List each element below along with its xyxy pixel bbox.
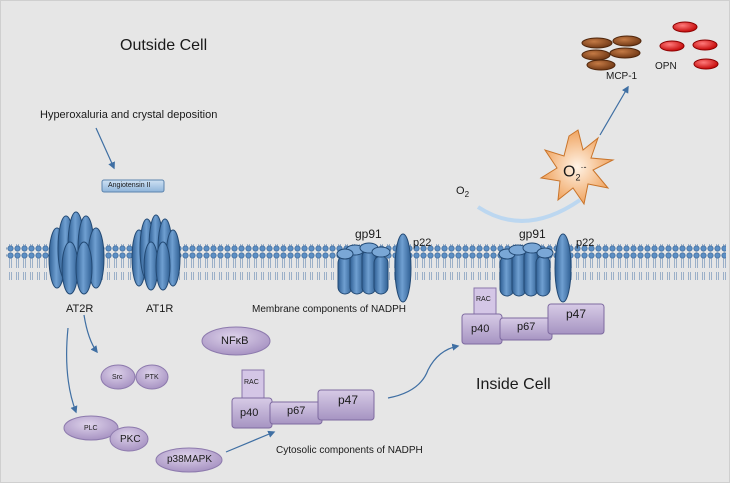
arrow-at2r-to-src — [83, 314, 98, 354]
rac-active-label: RAC — [476, 296, 491, 303]
p40-cytosolic-label: p40 — [240, 407, 259, 419]
outside-cell-label: Outside Cell — [120, 37, 208, 54]
arrow-at2r-to-plc — [66, 327, 78, 414]
o2-label: O2 — [456, 185, 470, 200]
p47-cytosolic-label: p47 — [338, 393, 359, 407]
pkc-oval — [109, 426, 149, 452]
p40-active-label: p40 — [471, 323, 490, 335]
mcp1-cluster — [581, 35, 642, 71]
src-label: Src — [112, 374, 123, 381]
src-oval — [100, 364, 136, 390]
cytosolic-components-caption: Cytosolic components of NADPH — [276, 445, 423, 456]
p22-active-label: p22 — [576, 237, 595, 249]
gp91-active — [498, 242, 554, 297]
nfkb-oval — [201, 326, 271, 356]
p22-inactive-label: p22 — [413, 237, 432, 249]
at2r-receptor — [48, 211, 105, 295]
superoxide-burst — [539, 129, 615, 206]
p47-active-label: p47 — [566, 307, 587, 321]
o2-arc — [476, 198, 582, 223]
mcp1-label: MCP-1 — [606, 71, 638, 82]
membrane-components-caption: Membrane components of NADPH — [252, 304, 406, 315]
gp91-active-label: gp91 — [519, 227, 546, 241]
angiotensin-label: Angiotensin II — [108, 182, 151, 189]
arrow-cytosolic-to-membrane — [387, 343, 460, 399]
p22-inactive — [394, 233, 412, 303]
plc-label: PLC — [84, 425, 98, 432]
at1r-label: AT1R — [146, 303, 174, 315]
angiotensin-box — [101, 179, 165, 193]
active-cytosolic-complex — [461, 287, 605, 345]
opn-cluster — [659, 21, 719, 70]
p38mapk-oval — [155, 447, 223, 473]
cytosolic-complex — [231, 369, 375, 429]
superoxide-label: O2·- — [563, 162, 587, 183]
nfkb-label: NFκB — [221, 335, 249, 347]
p38mapk-label: p38MAPK — [167, 454, 213, 465]
p22-active — [554, 233, 572, 303]
ptk-label: PTK — [145, 374, 159, 381]
pkc-label: PKC — [120, 434, 141, 445]
opn-label: OPN — [655, 61, 677, 72]
rac-cytosolic-label: RAC — [244, 379, 259, 386]
gp91-inactive — [336, 242, 391, 295]
arrow-p38-to-cytosolic — [225, 430, 276, 453]
ptk-oval — [135, 364, 169, 390]
gp91-inactive-label: gp91 — [355, 227, 382, 241]
arrow-burst-to-outputs — [599, 85, 629, 136]
at1r-receptor — [131, 214, 181, 291]
at2r-label: AT2R — [66, 303, 94, 315]
arrow-stimulus-to-angiotensin — [95, 127, 115, 170]
p67-active-label: p67 — [517, 321, 536, 333]
plc-oval — [63, 415, 119, 441]
stimulus-label: Hyperoxaluria and crystal deposition — [40, 109, 218, 121]
p67-cytosolic-label: p67 — [287, 405, 306, 417]
inside-cell-label: Inside Cell — [476, 376, 551, 393]
